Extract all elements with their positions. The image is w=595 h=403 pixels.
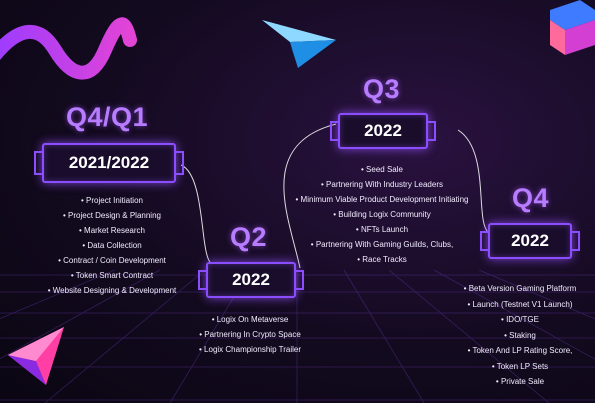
list-item: Minimum Viable Product Development Initi… [276,192,488,207]
list-item: Token Smart Contract [42,268,182,283]
quarter-label-q2: Q2 [230,222,268,252]
list-item: Partnering With Industry Leaders [276,177,488,192]
list-item: Data Collection [42,238,182,253]
list-item: Seed Sale [276,162,488,177]
quarter-label-q4q1: Q4/Q1 [66,102,149,132]
list-item: Beta Version Gaming Platform [450,281,590,297]
neon-wave-decoration [0,17,137,80]
quarter-label-q4: Q4 [512,183,550,213]
list-item: Partnering With Gaming Guilds, Clubs, [276,237,488,252]
list-item: Partnering In Crypto Space [190,327,310,342]
list-item: Race Tracks [276,252,488,267]
list-item: Website Designing & Development [42,283,182,298]
list-item: Project Design & Planning [42,208,182,223]
list-item: IDO/TGE [450,312,590,328]
list-item: Token LP Sets [450,359,590,375]
paper-plane-icon [262,20,336,68]
year-box-q3: 2022 [330,113,436,149]
year-box-q4q1: 2021/2022 [34,143,184,183]
list-item: Logix On Metaverse [190,312,310,327]
triangle-pyramid-icon [8,327,64,385]
list-item: NFTs Launch [276,222,488,237]
list-item: Private Sale [450,374,590,390]
year-box-q2: 2022 [198,262,304,298]
list-item: Logix Championship Trailer [190,342,310,357]
list-item: Market Research [42,223,182,238]
milestone-list-q2: Logix On Metaverse Partnering In Crypto … [190,312,310,357]
list-item: Token And LP Rating Score, [450,343,590,359]
milestone-list-q4q1: Project Initiation Project Design & Plan… [42,193,182,298]
list-item: Contract / Coin Development [42,253,182,268]
list-item: Launch (Testnet V1 Launch) [450,297,590,313]
list-item: Staking [450,328,590,344]
neon-cube-decoration [550,0,595,55]
milestone-list-q3: Seed Sale Partnering With Industry Leade… [276,162,488,267]
list-item: Project Initiation [42,193,182,208]
milestone-list-q4: Beta Version Gaming Platform Launch (Tes… [450,281,590,390]
year-box-q4: 2022 [480,223,580,259]
list-item: Building Logix Community [276,207,488,222]
quarter-label-q3: Q3 [363,74,401,104]
